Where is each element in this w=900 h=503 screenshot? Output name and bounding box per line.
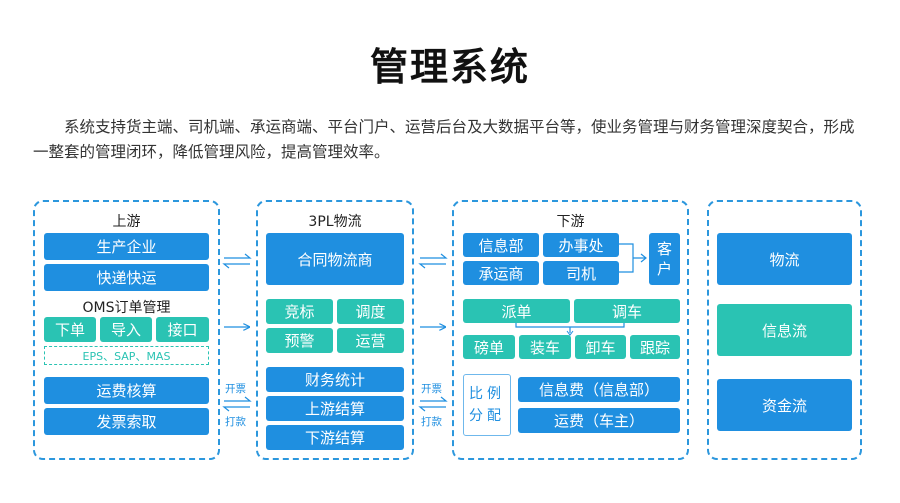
downstream-title: 下游 [556,214,585,230]
label-payment-2: 打款 [421,416,442,428]
party-carrier: 承运商 [463,261,539,285]
page-description: 系统支持货主端、司机端、承运商端、平台门户、运营后台及大数据平台等，使业务管理与… [33,118,855,161]
tpl-dispatch: 调度 [337,299,404,324]
harpoon-left-3 [222,406,250,412]
page-title: 管理系统 [369,45,530,89]
label-payment-1: 打款 [225,416,246,428]
oms-item-import: 导入 [100,317,152,342]
upstream-item-production: 生产企业 [44,233,209,260]
ratio-char-3: 分 [469,408,487,424]
harpoon-left-2 [418,263,446,269]
tpl-title: 3PL物流 [308,214,362,230]
oms-item-interface: 接口 [156,317,209,342]
ratio-row-1: 比例 [469,383,505,405]
tpl-operations: 运营 [337,328,404,353]
fee-freight: 运费（车主） [518,408,680,433]
fee-info: 信息费（信息部） [518,377,680,402]
harpoon-left-4 [418,406,446,412]
harpoon-right-2 [420,253,448,259]
downstream-panel: 下游 信息部 办事处 承运商 司机 客 户 派单 调车 磅单 装车 卸车 跟踪 … [452,200,689,460]
tpl-upstream-settlement: 上游结算 [266,396,404,421]
op-weighbill: 磅单 [463,335,515,359]
party-driver: 司机 [543,261,619,285]
tpl-contract-logistics: 合同物流商 [266,233,404,285]
op-tracking: 跟踪 [630,335,680,359]
upstream-freight-accounting: 运费核算 [44,377,209,404]
upstream-panel: 上游 生产企业 快递快运 OMS订单管理 下单 导入 接口 EPS、SAP、MA… [33,200,220,460]
harpoon-right-4 [420,396,448,402]
harpoon-left-1 [222,263,250,269]
tpl-panel: 3PL物流 合同物流商 竞标 调度 预警 运营 财务统计 上游结算 下游结算 [256,200,414,460]
upstream-invoice-request: 发票索取 [44,408,209,435]
flow-logistics: 物流 [717,233,852,285]
tpl-bidding: 竞标 [266,299,333,324]
flow-funds: 资金流 [717,379,852,431]
interface-systems: EPS、SAP、MAS [44,346,209,365]
upstream-item-express: 快递快运 [44,264,209,291]
op-assign-order: 派单 [463,299,570,323]
tpl-downstream-settlement: 下游结算 [266,425,404,450]
ratio-char-2: 例 [487,386,505,402]
ratio-row-2: 分配 [469,405,505,427]
party-office: 办事处 [543,233,619,257]
label-invoice-issue-2: 开票 [421,383,442,395]
ratio-allocation-box: 比例 分配 [463,374,511,436]
customer-box: 客 户 [649,233,680,285]
harpoon-right-1 [224,253,252,259]
customer-char-1: 客 [656,240,672,258]
op-unloading: 卸车 [575,335,626,359]
op-dispatch-vehicle: 调车 [574,299,680,323]
oms-item-order: 下单 [44,317,96,342]
tpl-finance-stats: 财务统计 [266,367,404,392]
flow-information: 信息流 [717,304,852,356]
harpoon-right-3 [224,396,252,402]
op-loading: 装车 [519,335,571,359]
oms-title: OMS订单管理 [82,300,171,316]
customer-char-2: 户 [656,260,672,278]
tpl-alert: 预警 [266,328,333,353]
flows-panel: 物流 信息流 资金流 [707,200,862,460]
label-invoice-issue-1: 开票 [225,383,246,395]
upstream-title: 上游 [112,214,141,230]
party-info-dept: 信息部 [463,233,539,257]
ratio-char-4: 配 [487,408,505,424]
ratio-char-1: 比 [469,386,487,402]
